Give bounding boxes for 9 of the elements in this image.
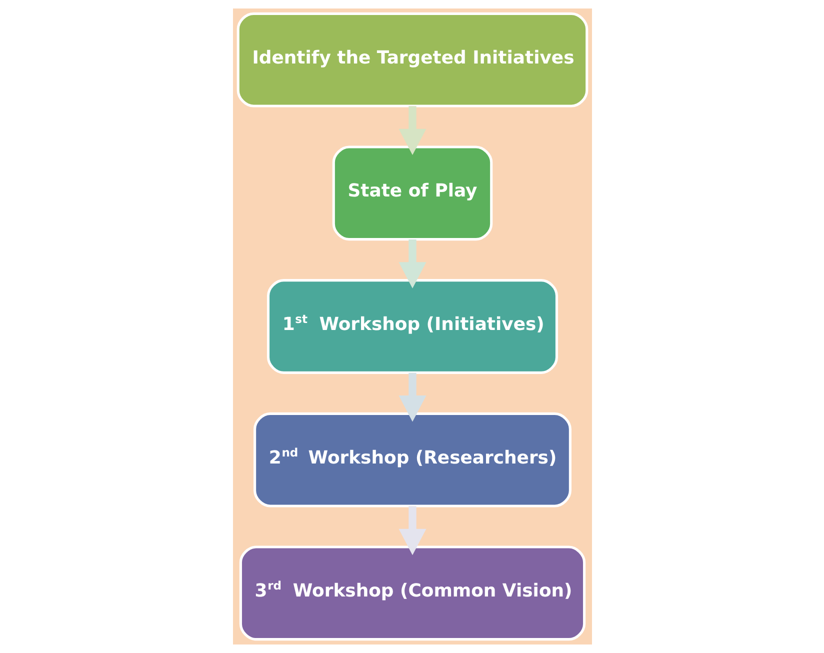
arrow [398,372,426,422]
node-box: 1$^{st}$ Workshop (Initiatives) [266,279,558,374]
node-box: Identify the Targeted Initiatives [236,12,588,108]
node-box: State of Play [332,146,492,241]
node-box: 2$^{nd}$ Workshop (Researchers) [253,412,571,508]
arrow [398,239,426,288]
arrow [398,506,426,556]
node-box: 3$^{rd}$ Workshop (Common Vision) [238,546,586,641]
arrow [398,106,426,156]
